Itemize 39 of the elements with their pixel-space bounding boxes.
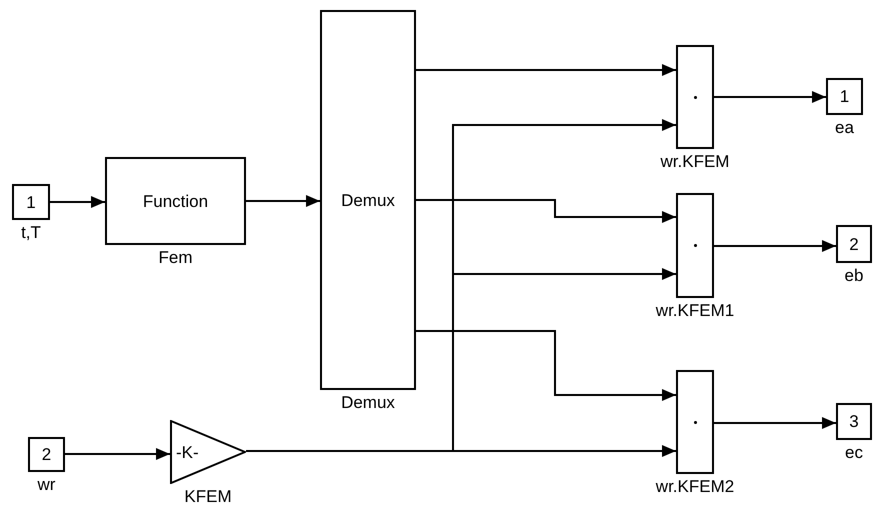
outport-block [826, 78, 863, 115]
inport-block [12, 184, 50, 220]
block-name: Demux [341, 393, 395, 412]
product-block [676, 45, 714, 149]
signal-arrow [416, 330, 676, 401]
block-name: wr.KFEM2 [656, 477, 734, 496]
port-number: 1 [840, 87, 850, 106]
inport-block [28, 437, 65, 472]
signal-arrow [714, 91, 826, 103]
block-name: wr.KFEM1 [656, 301, 734, 320]
product-block [676, 370, 714, 474]
signal-arrow [246, 195, 320, 207]
function-block [105, 157, 246, 245]
signal-arrow [714, 240, 836, 252]
signal-arrow [65, 448, 170, 460]
signal-arrow [416, 199, 676, 223]
block-name: eb [844, 266, 864, 285]
block-name: wr [38, 475, 56, 494]
block-name: wr.KFEM [660, 152, 730, 171]
demux-block [320, 10, 416, 390]
port-number: 3 [849, 412, 859, 431]
port-number: 2 [849, 234, 859, 254]
outport-block [836, 225, 872, 263]
block-name: KFEM [184, 487, 232, 506]
signal-arrow [714, 417, 836, 429]
block-name: ec [845, 443, 863, 462]
block-text: Function [142, 192, 208, 210]
port-number: 2 [42, 445, 52, 464]
signal-arrow [50, 196, 105, 208]
block-name: Fem [158, 248, 192, 267]
block-name: t,T [21, 223, 41, 242]
outport-block [836, 403, 872, 440]
block-text: Demux [341, 190, 395, 210]
gain-block [170, 420, 246, 484]
port-number: 1 [26, 192, 36, 212]
signal-arrow [416, 64, 676, 76]
product-block [676, 193, 714, 298]
block-name: ea [835, 118, 854, 137]
gain-value: -K- [176, 442, 199, 462]
